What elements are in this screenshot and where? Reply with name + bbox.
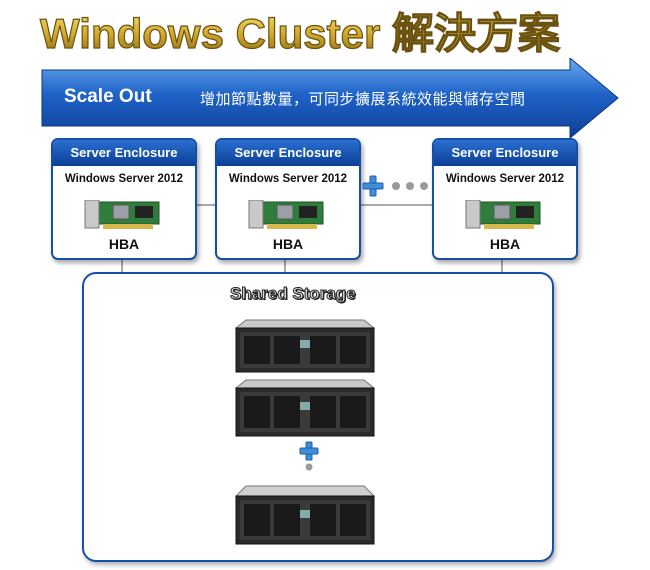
hba-card-icon — [465, 200, 541, 229]
hba-label: HBA — [108, 236, 140, 252]
hba-card-icon — [248, 200, 324, 229]
hba-label: HBA — [489, 236, 521, 252]
server-enclosure-1: Server Enclosure Windows Server 2012 HBA — [51, 138, 197, 260]
arrow-svg — [41, 56, 619, 140]
server-os-label: Windows Server 2012 — [228, 173, 348, 185]
server-os-label: Windows Server 2012 — [445, 173, 565, 185]
scale-out-description: 增加節點數量，可同步擴展系統效能與儲存空間 — [200, 91, 526, 108]
storage-enclosure-3-icon — [232, 484, 378, 546]
plus-more-storage-icon — [299, 441, 319, 471]
server-header: Server Enclosure — [217, 140, 359, 166]
shared-storage-title: Shared Storage — [230, 284, 357, 304]
scale-out-arrow — [40, 56, 620, 144]
plus-more-servers-icon — [362, 175, 428, 197]
server-enclosure-2: Server Enclosure Windows Server 2012 HBA — [215, 138, 361, 260]
hba-card-icon — [84, 200, 160, 229]
storage-enclosure-2-icon — [232, 376, 378, 438]
page-title: Windows Cluster 解決方案 — [40, 10, 561, 57]
scale-out-label: Scale Out — [64, 86, 152, 107]
server-header: Server Enclosure — [434, 140, 576, 166]
page-title-graphic: Windows Cluster 解決方案 — [34, 4, 594, 60]
hba-label: HBA — [272, 236, 304, 252]
server-header: Server Enclosure — [53, 140, 195, 166]
server-os-label: Windows Server 2012 — [64, 173, 184, 185]
storage-enclosure-1-icon — [232, 312, 378, 374]
title-svg: Windows Cluster 解決方案 — [39, 9, 561, 57]
server-enclosure-3: Server Enclosure Windows Server 2012 HBA — [432, 138, 578, 260]
